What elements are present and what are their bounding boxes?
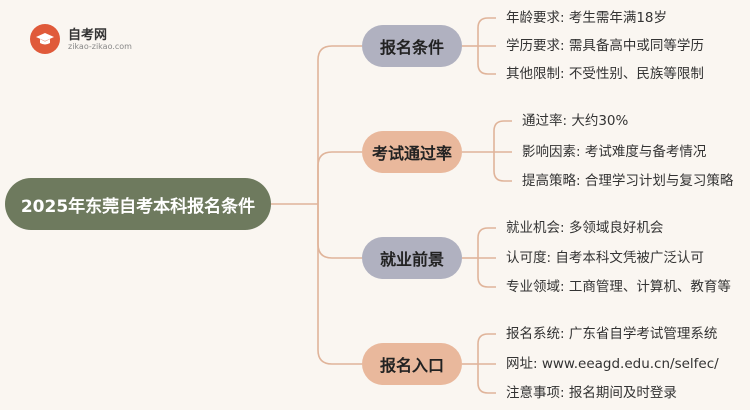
leaf-node[interactable]: 影响因素: 考试难度与备考情况 xyxy=(522,144,707,160)
branch-registration-portal[interactable]: 报名入口 xyxy=(362,343,462,385)
leaf-node[interactable]: 其他限制: 不受性别、民族等限制 xyxy=(506,66,704,82)
leaf-node[interactable]: 专业领域: 工商管理、计算机、教育等 xyxy=(506,279,731,295)
logo-title: 自考网 xyxy=(68,28,108,43)
leaf-node[interactable]: 就业机会: 多领域良好机会 xyxy=(506,220,664,236)
leaf-node[interactable]: 通过率: 大约30% xyxy=(522,113,629,129)
branch-registration-conditions[interactable]: 报名条件 xyxy=(362,25,462,67)
leaf-node[interactable]: 提高策略: 合理学习计划与复习策略 xyxy=(522,173,734,189)
leaf-node[interactable]: 网址: www.eeagd.edu.cn/selfec/ xyxy=(506,356,719,372)
root-node[interactable]: 2025年东莞自考本科报名条件 xyxy=(5,178,271,230)
leaf-node[interactable]: 年龄要求: 考生需年满18岁 xyxy=(506,10,668,26)
leaf-node[interactable]: 学历要求: 需具备高中或同等学历 xyxy=(506,38,704,54)
branch-employment-prospects[interactable]: 就业前景 xyxy=(362,237,462,279)
leaf-node[interactable]: 注意事项: 报名期间及时登录 xyxy=(506,385,677,401)
leaf-node[interactable]: 报名系统: 广东省自学考试管理系统 xyxy=(506,326,718,342)
site-logo[interactable]: 自考网 zikao-zikao.com xyxy=(30,22,150,62)
logo-subtitle: zikao-zikao.com xyxy=(68,42,132,51)
graduation-cap-icon xyxy=(30,24,60,54)
leaf-node[interactable]: 认可度: 自考本科文凭被广泛认可 xyxy=(506,250,704,266)
branch-pass-rate[interactable]: 考试通过率 xyxy=(362,131,462,173)
